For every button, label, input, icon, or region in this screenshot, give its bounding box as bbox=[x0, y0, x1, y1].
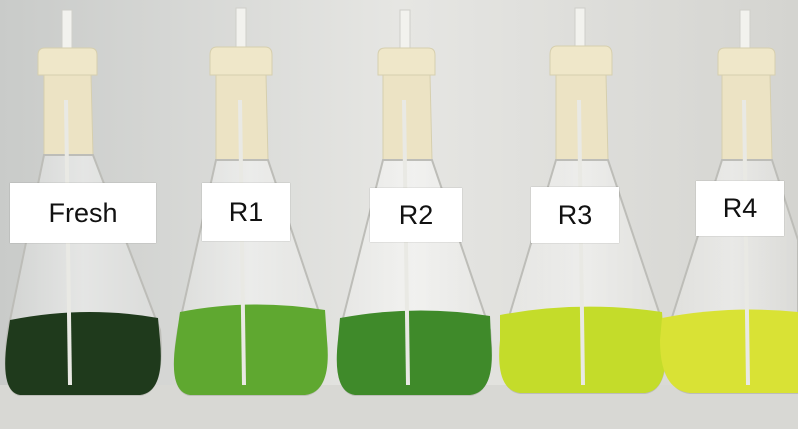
flask-label-r3: R3 bbox=[531, 187, 619, 243]
culture-r1 bbox=[173, 304, 328, 395]
flask-label-r1: R1 bbox=[202, 183, 290, 241]
flask-label-r4: R4 bbox=[696, 181, 784, 236]
flask-label-fresh: Fresh bbox=[10, 183, 156, 243]
culture-fresh bbox=[5, 311, 161, 395]
culture-r4 bbox=[660, 309, 798, 393]
culture-r2 bbox=[336, 310, 492, 395]
flask-label-r2: R2 bbox=[370, 188, 462, 242]
